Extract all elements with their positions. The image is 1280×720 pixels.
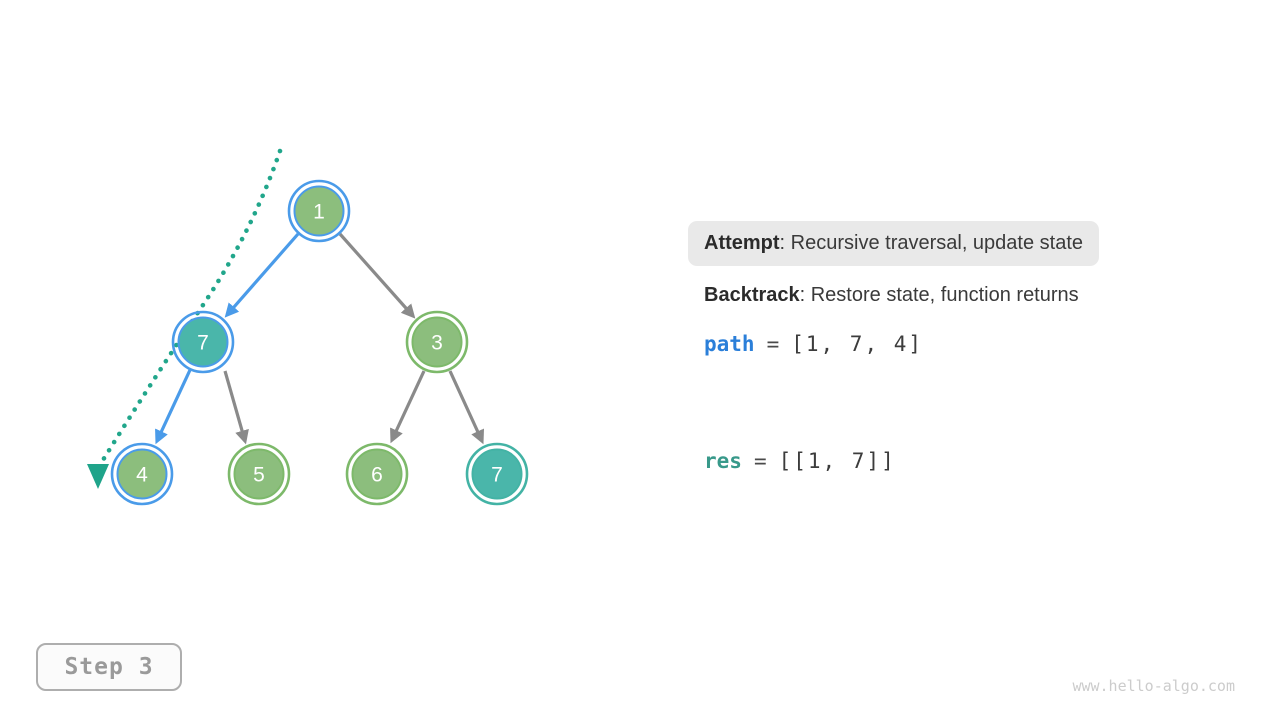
- res-variable-line: res = [[1, 7]]: [704, 449, 896, 473]
- attempt-legend: Attempt: Recursive traversal, update sta…: [688, 221, 1100, 266]
- path-equals-sign: =: [766, 332, 780, 356]
- tree-node-4-label: 4: [136, 464, 148, 487]
- tree-node-4: 4: [110, 442, 174, 506]
- traversal-trace-arrowhead-icon: [87, 464, 109, 489]
- attempt-label: Attempt: [704, 232, 780, 254]
- edge-7-to-5: [223, 370, 249, 445]
- tree-node-7-left-label: 7: [197, 332, 209, 355]
- edge-1-to-7-highlighted: [224, 232, 300, 318]
- edge-3-to-7: [448, 370, 485, 445]
- tree-node-7-left: 7: [171, 310, 235, 374]
- tree-node-3-label: 3: [431, 332, 443, 355]
- tree-node-3: 3: [405, 310, 469, 374]
- tree-node-1-label: 1: [313, 201, 325, 224]
- tree-node-5: 5: [227, 442, 291, 506]
- backtrack-label: Backtrack: [704, 283, 800, 306]
- res-variable-value: [[1, 7]]: [778, 449, 896, 473]
- res-variable-name: res: [704, 449, 742, 473]
- tree-node-1: 1: [287, 179, 351, 243]
- edge-3-to-6: [390, 370, 426, 444]
- edge-1-to-3: [338, 232, 416, 319]
- step-badge: Step 3: [36, 643, 182, 691]
- tree-node-6-label: 6: [371, 464, 383, 487]
- tree-node-7-right: 7: [465, 442, 529, 506]
- binary-tree-diagram: 1 7 3 4 5 6: [87, 148, 529, 506]
- path-variable-value: [1, 7, 4]: [791, 332, 924, 356]
- tree-node-5-label: 5: [253, 464, 265, 487]
- tree-node-7-right-label: 7: [491, 464, 503, 487]
- traversal-trace-dotted-path: [100, 148, 283, 463]
- edge-7-to-4-highlighted: [155, 369, 192, 445]
- attempt-text: : Recursive traversal, update state: [779, 232, 1084, 254]
- tree-node-6: 6: [345, 442, 409, 506]
- backtrack-legend: Backtrack: Restore state, function retur…: [704, 283, 1079, 307]
- watermark-url: www.hello-algo.com: [1072, 677, 1235, 695]
- backtrack-text: : Restore state, function returns: [799, 283, 1079, 306]
- res-equals-sign: =: [753, 449, 767, 473]
- path-variable-line: path = [1, 7, 4]: [704, 332, 923, 356]
- path-variable-name: path: [704, 332, 755, 356]
